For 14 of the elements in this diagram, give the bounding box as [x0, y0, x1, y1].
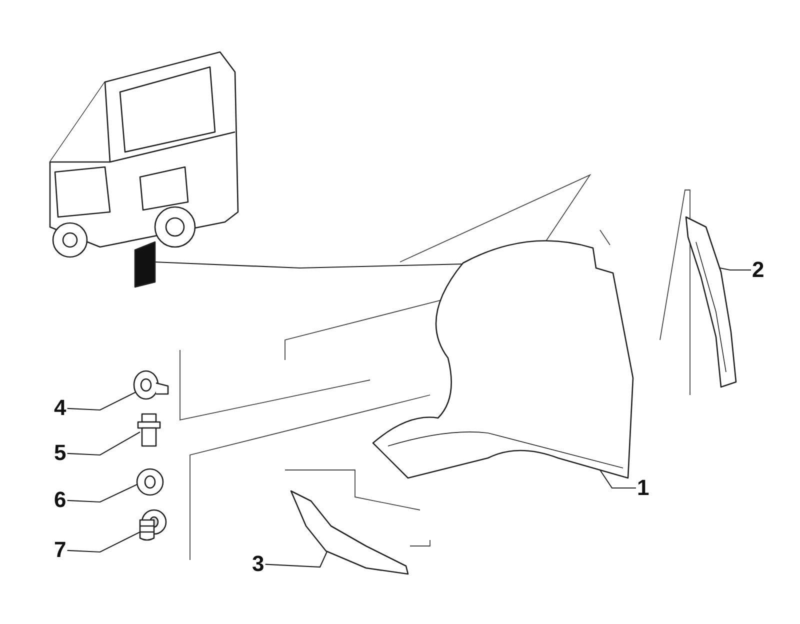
- callout-number: 6: [53, 488, 68, 512]
- leader-line: [600, 470, 636, 489]
- leader-line: [720, 267, 751, 271]
- callout-number: 5: [53, 441, 68, 465]
- callout-number: 7: [53, 538, 68, 562]
- leader-line: [67, 432, 140, 456]
- callout-number: 3: [251, 552, 266, 576]
- leader-line: [67, 532, 140, 553]
- callout-number: 4: [53, 396, 68, 420]
- leader-line: [154, 261, 464, 269]
- leader-line: [67, 484, 138, 503]
- washer-icon: [134, 466, 166, 498]
- callout-number: 1: [636, 476, 650, 500]
- callout-number: 2: [751, 258, 766, 282]
